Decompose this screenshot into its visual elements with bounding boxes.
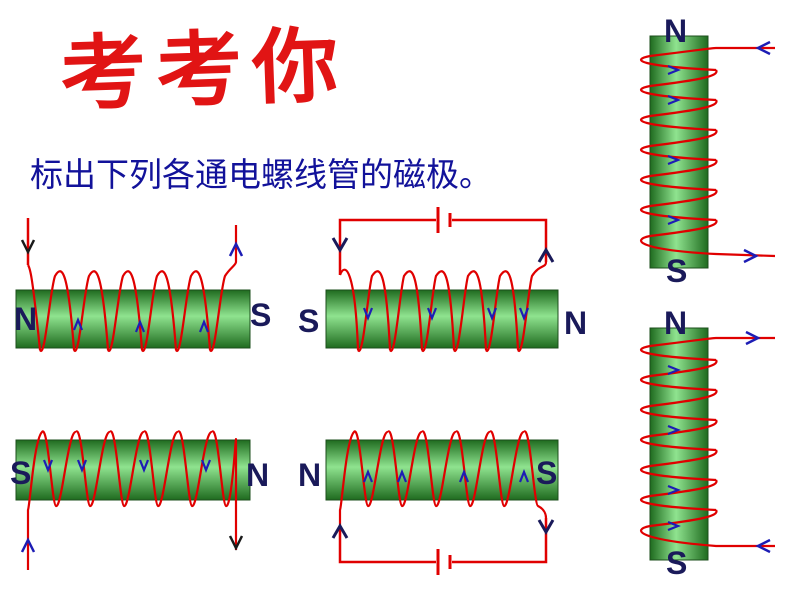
current-arrow-icon xyxy=(518,469,530,483)
pole-label-top: N xyxy=(664,305,687,341)
current-arrow-icon xyxy=(72,317,84,331)
current-arrow-icon xyxy=(42,459,54,473)
battery-icon xyxy=(436,207,452,233)
current-arrow-icon xyxy=(667,94,681,106)
current-arrow-icon xyxy=(755,40,771,56)
coil-winding xyxy=(639,46,776,258)
current-arrow-icon xyxy=(458,469,470,483)
solenoid-3: S N xyxy=(10,430,269,570)
current-arrow-icon xyxy=(228,241,244,257)
pole-label-right: S xyxy=(250,297,271,333)
current-arrow-icon xyxy=(396,469,408,483)
instruction-text: 标出下列各通电螺线管的磁极。 xyxy=(30,155,492,194)
pole-label-left: S xyxy=(298,303,319,339)
solenoid-4: N S xyxy=(298,430,559,575)
circuit-wire xyxy=(338,518,548,564)
current-arrow-icon xyxy=(537,519,555,535)
current-arrow-icon xyxy=(228,535,244,551)
current-arrow-icon xyxy=(537,247,555,263)
current-arrow-icon xyxy=(20,239,36,255)
current-arrow-icon xyxy=(518,307,530,321)
current-arrow-icon xyxy=(362,307,374,321)
coil-winding xyxy=(26,430,238,570)
current-arrow-icon xyxy=(20,537,36,553)
current-arrow-icon xyxy=(426,307,438,321)
pole-label-top: N xyxy=(664,13,687,49)
coil-winding xyxy=(338,430,548,530)
battery-icon xyxy=(436,549,452,575)
current-arrow-icon xyxy=(667,364,681,376)
current-arrow-icon xyxy=(667,520,681,532)
coil-winding xyxy=(27,225,238,352)
pole-label-right: S xyxy=(536,455,557,491)
pole-label-left: N xyxy=(14,301,37,337)
solenoid-5: N S xyxy=(639,13,776,289)
current-arrow-icon xyxy=(667,484,681,496)
current-arrow-icon xyxy=(331,237,349,253)
current-arrow-icon xyxy=(331,523,349,539)
circuit-wire xyxy=(338,218,548,275)
solenoid-core xyxy=(15,289,251,349)
current-arrow-icon xyxy=(745,330,761,346)
solenoid-1: N S xyxy=(14,218,271,352)
current-arrow-icon xyxy=(667,424,681,436)
pole-label-bottom: S xyxy=(666,545,687,581)
pole-label-left: S xyxy=(10,455,31,491)
current-arrow-icon xyxy=(667,64,681,76)
current-arrow-icon xyxy=(362,469,374,483)
coil-winding xyxy=(338,261,548,352)
solenoid-6: N S xyxy=(639,305,775,581)
current-arrow-icon xyxy=(198,319,210,333)
current-arrow-icon xyxy=(76,459,88,473)
pole-label-left: N xyxy=(298,457,321,493)
coil-winding xyxy=(639,336,775,548)
current-arrow-icon xyxy=(200,459,212,473)
current-arrow-icon xyxy=(743,248,759,264)
solenoid-core xyxy=(15,439,251,501)
current-arrow-icon xyxy=(667,154,681,166)
current-arrow-icon xyxy=(138,459,150,473)
pole-label-bottom: S xyxy=(666,253,687,289)
solenoid-2: S N xyxy=(298,207,587,352)
current-arrow-icon xyxy=(667,214,681,226)
current-arrow-icon xyxy=(486,307,498,321)
current-arrow-icon xyxy=(755,538,771,554)
pole-label-right: N xyxy=(564,305,587,341)
current-arrow-icon xyxy=(134,319,146,333)
pole-label-right: N xyxy=(246,457,269,493)
